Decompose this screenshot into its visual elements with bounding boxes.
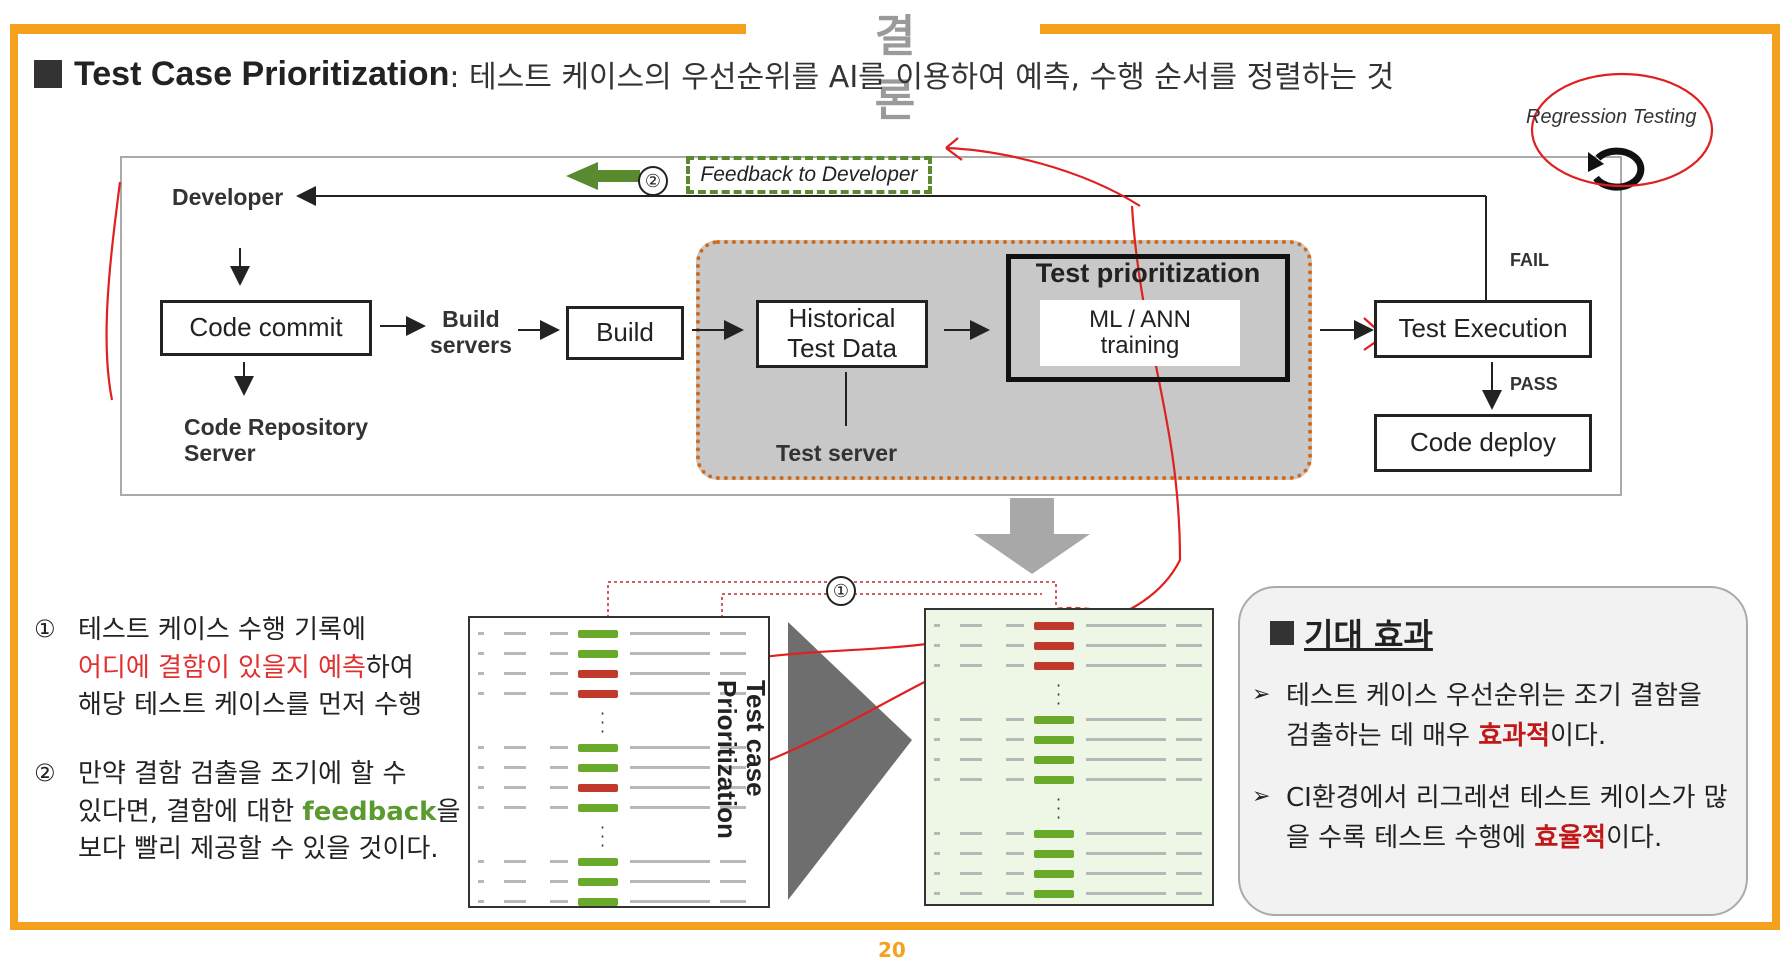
test-case-list-prioritized: ··· ···: [924, 608, 1214, 906]
code-deploy-node: Code deploy: [1374, 414, 1592, 472]
effect-item-2: ➢ CI환경에서 리그레션 테스트 케이스가 많을 수록 테스트 수행에 효율적…: [1252, 778, 1732, 859]
table-row: [470, 668, 768, 682]
effect-2-emphasis: 효율적: [1534, 823, 1607, 854]
ellipsis-marker: ···: [600, 704, 606, 741]
test-case-list-original: ··· ···: [468, 616, 770, 908]
regression-testing-label: Regression Testing: [1526, 106, 1697, 128]
table-row: [470, 782, 768, 796]
developer-label: Developer: [172, 184, 284, 210]
code-repository-label: Code Repository Server: [184, 414, 369, 467]
pass-label: PASS: [1510, 374, 1558, 394]
marker-1: ①: [826, 576, 856, 606]
effects-title: 기대 효과: [1270, 610, 1433, 656]
table-row: [926, 754, 1212, 768]
note-2-feedback-word: feedback: [302, 796, 437, 827]
note-2-number: ②: [34, 759, 56, 787]
note-2-line-3: 보다 빨리 제공할 수 있을 것이다.: [78, 834, 439, 865]
note-1: ① 테스트 케이스 수행 기록에 어디에 결함이 있을지 예측하여 해당 테스트…: [34, 612, 423, 725]
note-1-line-2: 하여: [365, 652, 414, 683]
table-row: [470, 648, 768, 662]
ellipsis-marker: ···: [1056, 790, 1062, 827]
table-row: [926, 868, 1212, 882]
note-2-line-2-pre: 있다면, 결함에 대한: [78, 796, 303, 827]
table-row: [926, 828, 1212, 842]
note-2: ② 만약 결함 검출을 조기에 할 수 있다면, 결함에 대한 feedback…: [34, 756, 461, 869]
table-row: [926, 714, 1212, 728]
note-1-line-1: 테스트 케이스 수행 기록에: [78, 615, 366, 645]
marker-2: ②: [638, 166, 668, 196]
slide-subtitle: Test Case Prioritization : 테스트 케이스의 우선순위…: [34, 52, 1394, 96]
table-row: [470, 688, 768, 702]
table-row: [926, 620, 1212, 634]
note-2-line-1: 만약 결함 검출을 조기에 할 수: [78, 759, 407, 789]
table-row: [926, 774, 1212, 788]
table-row: [470, 856, 768, 870]
bullet-square-icon: [1270, 621, 1294, 645]
feedback-to-developer-box: Feedback to Developer: [686, 156, 932, 194]
subtitle-term: Test Case Prioritization: [74, 54, 450, 93]
test-prioritization-box: [1006, 254, 1290, 382]
ellipsis-marker: ···: [600, 818, 606, 855]
table-row: [926, 660, 1212, 674]
table-row: [926, 640, 1212, 654]
slide-frame: [10, 28, 1780, 930]
table-row: [470, 876, 768, 890]
table-row: [470, 762, 768, 776]
test-prioritization-title: Test prioritization: [1035, 258, 1261, 288]
build-node: Build: [566, 306, 684, 360]
page-number: 20: [878, 938, 906, 962]
frame-top-left: [10, 24, 746, 34]
fail-label: FAIL: [1510, 250, 1549, 270]
arrow-bullet-icon: ➢: [1252, 784, 1271, 809]
ml-ann-training-box: ML / ANN training: [1040, 300, 1240, 366]
table-row: [926, 734, 1212, 748]
bullet-square-icon: [34, 60, 62, 88]
frame-top-right: [1040, 24, 1780, 34]
ellipsis-marker: ···: [1056, 676, 1062, 713]
subtitle-description: : 테스트 케이스의 우선순위를 AI를 이용하여 예측, 수행 순서를 정렬하…: [449, 60, 1395, 95]
effect-1-emphasis: 효과적: [1478, 721, 1550, 752]
effect-item-1: ➢ 테스트 케이스 우선순위는 조기 결함을 검출하는 데 매우 효과적이다.: [1252, 676, 1732, 757]
table-row: [926, 888, 1212, 902]
test-execution-node: Test Execution: [1374, 300, 1592, 358]
code-commit-node: Code commit: [160, 300, 372, 356]
note-1-number: ①: [34, 615, 56, 643]
table-row: [926, 848, 1212, 862]
test-server-label: Test server: [776, 440, 898, 466]
note-1-line-3: 해당 테스트 케이스를 먼저 수행: [78, 690, 423, 721]
note-2-line-2-post: 을: [436, 796, 461, 827]
test-case-prioritization-label: Test case Prioritization: [712, 680, 771, 839]
historical-test-data-node: Historical Test Data: [756, 300, 928, 368]
table-row: [470, 742, 768, 756]
slide-title: 결 론: [874, 11, 926, 126]
table-row: [470, 896, 768, 906]
table-row: [470, 802, 768, 816]
arrow-bullet-icon: ➢: [1252, 682, 1271, 707]
build-servers-label: Build servers: [430, 306, 512, 359]
expected-effects-box: 기대 효과 ➢ 테스트 케이스 우선순위는 조기 결함을 검출하는 데 매우 효…: [1238, 586, 1748, 916]
note-1-highlight: 어디에 결함이 있을지 예측: [78, 652, 366, 683]
table-row: [470, 628, 768, 642]
